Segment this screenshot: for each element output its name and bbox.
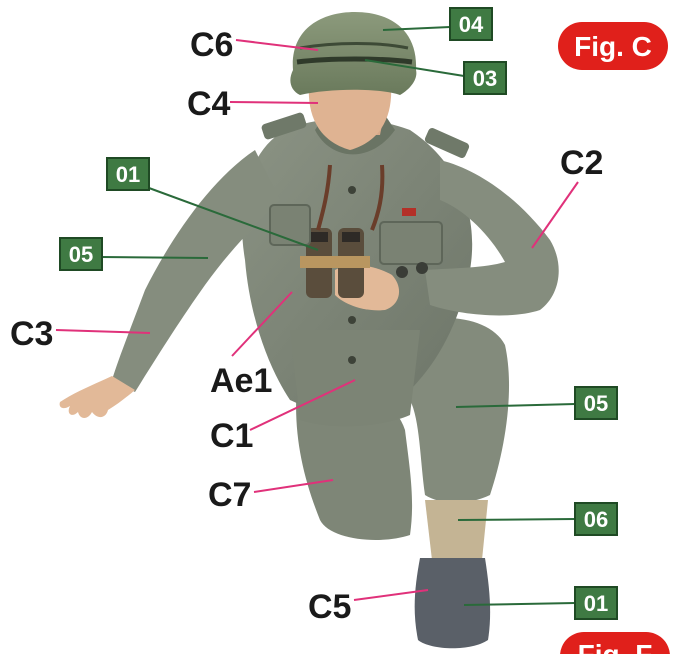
label-c6: C6 bbox=[190, 26, 233, 64]
tunic-button bbox=[348, 356, 356, 364]
helmet bbox=[290, 12, 416, 95]
tunic-button bbox=[348, 186, 356, 194]
label-c5: C5 bbox=[308, 588, 351, 626]
svg-text:06: 06 bbox=[584, 507, 608, 532]
svg-text:05: 05 bbox=[69, 242, 93, 267]
figure-badge-next: Fig. F bbox=[560, 632, 670, 654]
paint-tag-05-left: 05 bbox=[60, 238, 102, 270]
soldier-figure bbox=[60, 12, 559, 648]
leader-c4 bbox=[230, 102, 318, 103]
leader-05-left bbox=[100, 257, 208, 258]
label-c1: C1 bbox=[210, 417, 253, 455]
figure-badge: Fig. C bbox=[558, 22, 668, 70]
label-c7: C7 bbox=[208, 476, 251, 514]
boot bbox=[415, 558, 490, 648]
svg-text:01: 01 bbox=[116, 162, 140, 187]
label-c3: C3 bbox=[10, 315, 53, 353]
paint-tag-01-top: 01 bbox=[107, 158, 149, 190]
gaiter bbox=[425, 500, 488, 560]
paint-tag-06: 06 bbox=[575, 503, 617, 535]
breast-pocket-right bbox=[380, 222, 442, 264]
label-ae1: Ae1 bbox=[210, 362, 272, 400]
paint-tag-04: 04 bbox=[450, 8, 492, 40]
leader-c2 bbox=[532, 182, 578, 248]
figure-badge-next-label: Fig. F bbox=[578, 639, 653, 654]
leader-06 bbox=[458, 519, 575, 520]
svg-text:01: 01 bbox=[584, 591, 608, 616]
ribbon-badge bbox=[402, 208, 416, 216]
label-c4: C4 bbox=[187, 85, 231, 123]
paint-tag-05-right: 05 bbox=[575, 387, 617, 419]
svg-text:04: 04 bbox=[459, 12, 484, 37]
svg-text:05: 05 bbox=[584, 391, 608, 416]
label-c2: C2 bbox=[560, 144, 603, 182]
figure-badge-label: Fig. C bbox=[574, 31, 652, 62]
svg-text:03: 03 bbox=[473, 66, 497, 91]
tunic-button bbox=[348, 316, 356, 324]
medal bbox=[416, 262, 428, 274]
tunic-skirt bbox=[290, 330, 420, 426]
paint-tag-01-bottom: 01 bbox=[575, 587, 617, 619]
paint-tag-03: 03 bbox=[464, 62, 506, 94]
medal bbox=[396, 266, 408, 278]
